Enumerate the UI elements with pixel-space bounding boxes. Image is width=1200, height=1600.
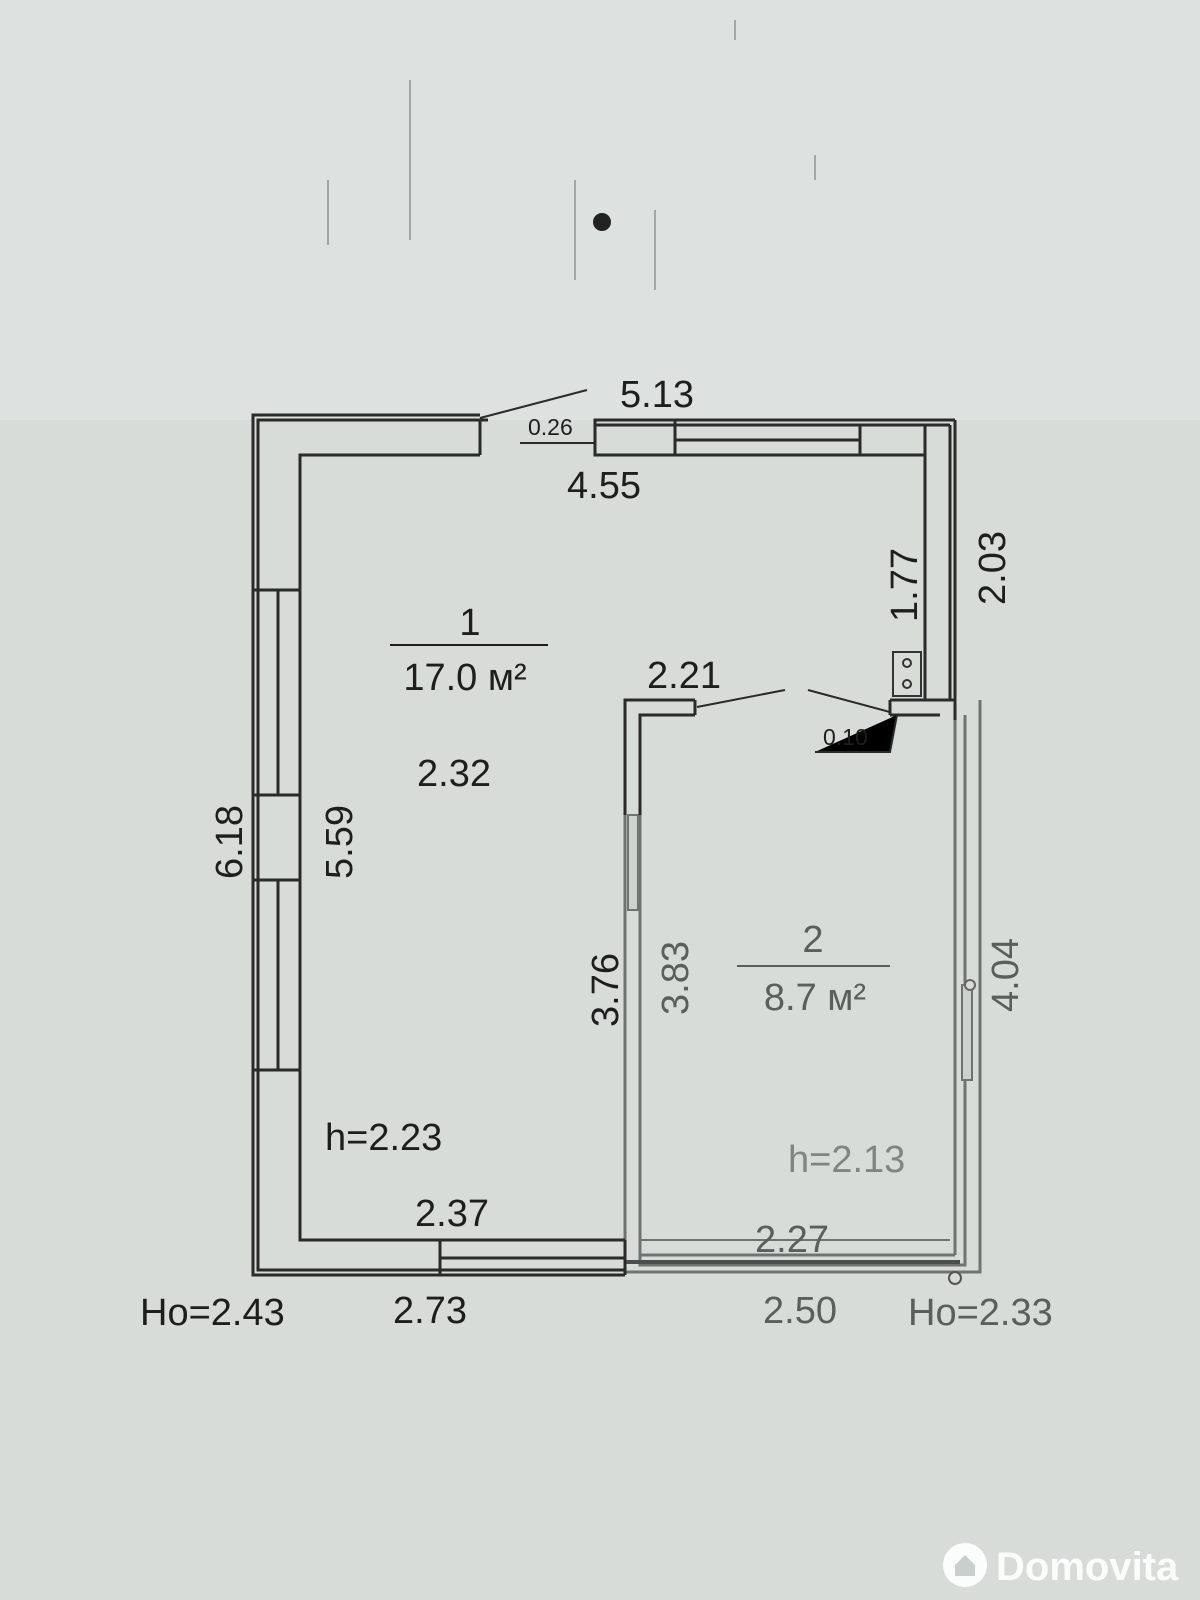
domovita-watermark: Domovita [943, 1543, 1179, 1589]
dim-top-inner: 4.55 [567, 465, 641, 507]
room-1-height: h=2.23 [325, 1117, 442, 1159]
room-1-number: 1 [459, 602, 480, 644]
dim-room2-bottom-inner: 2.27 [755, 1219, 829, 1261]
outer-height-left: Ho=2.43 [140, 1292, 285, 1334]
watermark-text: Domovita [996, 1545, 1179, 1589]
paper-marks [327, 20, 816, 290]
dim-room1-bottom-inner: 2.37 [415, 1193, 489, 1235]
room-1-area: 17.0 м² [403, 657, 526, 699]
room-2-walls [623, 700, 982, 1274]
outer-height-right: Ho=2.33 [908, 1292, 1053, 1334]
stove-icon [892, 651, 922, 697]
room-2-number: 2 [802, 919, 823, 961]
paper-shade [0, 0, 1200, 420]
house-icon [955, 1555, 975, 1576]
dim-right-outer-top: 2.03 [972, 531, 1014, 605]
dim-partition-width: 2.21 [647, 655, 721, 697]
dim-top-outer: 5.13 [620, 374, 694, 416]
dim-room2-right: 4.04 [985, 938, 1027, 1012]
riser-marker [964, 979, 976, 991]
dim-left-inner: 5.59 [319, 805, 361, 879]
dim-door-offset: 0.10 [823, 724, 868, 750]
ink-dot [593, 213, 611, 231]
dim-room2-left-outer: 3.76 [585, 953, 627, 1027]
room-2-area: 8.7 м² [764, 977, 866, 1019]
corner-marker [948, 1271, 962, 1285]
dim-right-inner-top: 1.77 [884, 548, 926, 622]
dim-top-window: 0.26 [528, 414, 573, 440]
dim-bottom-right: 2.50 [763, 1290, 837, 1332]
room-1-walls [251, 413, 957, 1277]
room-2-height: h=2.13 [788, 1139, 905, 1181]
dim-room1-middle: 2.32 [417, 753, 491, 795]
door-swing-lines [479, 389, 898, 753]
dim-room2-left-inner: 3.83 [655, 941, 697, 1015]
dim-left-outer: 6.18 [209, 805, 251, 879]
dim-bottom-left: 2.73 [393, 1290, 467, 1332]
